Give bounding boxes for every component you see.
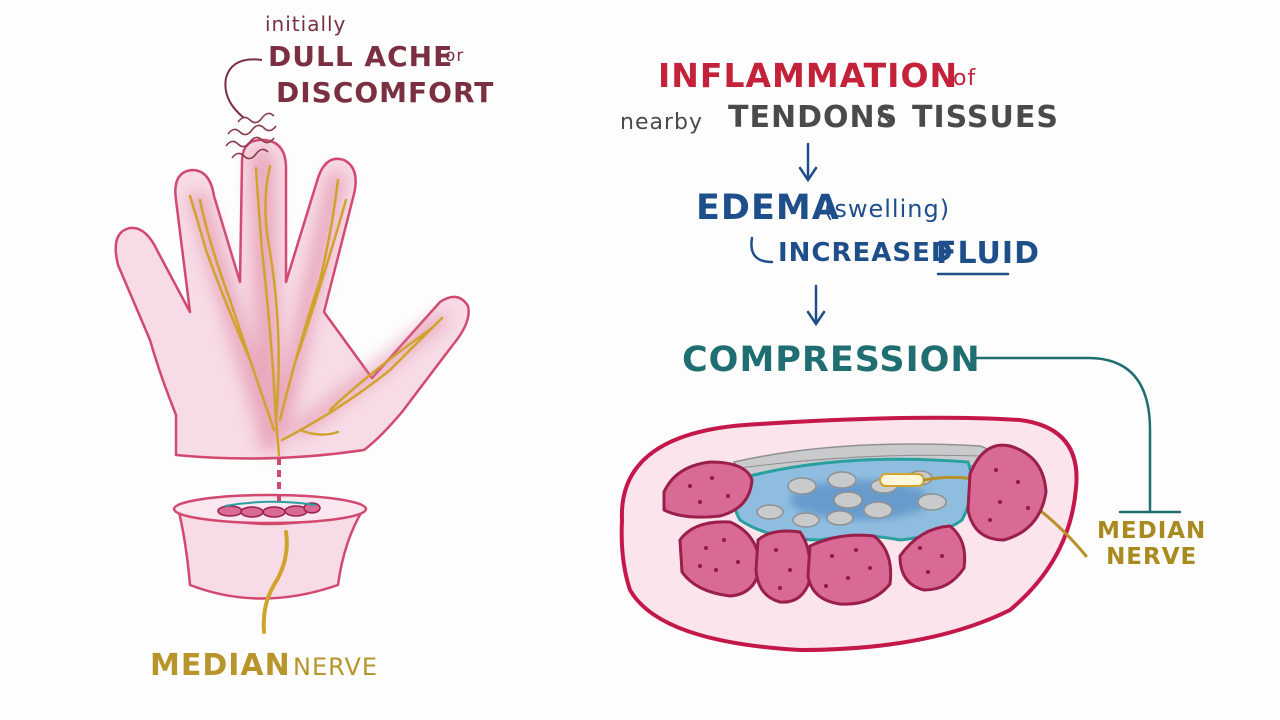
of-label: of (953, 66, 977, 91)
fluid-label: FLUID (936, 236, 1040, 271)
flexor-tendons (756, 470, 947, 528)
discomfort-label: DISCOMFORT (276, 76, 495, 109)
carpal-tunnel-cross-section (619, 415, 1088, 652)
dull-ache-label: DULL ACHE (268, 40, 454, 73)
increased-hook (750, 236, 774, 264)
nerve-label-left: NERVE (293, 653, 379, 681)
bone-texture (688, 468, 1030, 590)
wrist (172, 493, 368, 634)
carpal-bone (754, 529, 812, 604)
increased-label: INCREASED (778, 238, 954, 268)
compression-label: COMPRESSION (682, 340, 981, 380)
tissues-label: TISSUES (912, 100, 1059, 135)
median-nerve-label-right: MEDIAN NERVE (1097, 518, 1207, 570)
or-label: or (445, 46, 465, 66)
wrist-carpal-bones (217, 500, 321, 518)
annotation-pointer (224, 58, 263, 119)
swelling-label: (swelling) (824, 195, 951, 223)
hand-illustration (114, 58, 470, 634)
carpal-bone (898, 524, 967, 592)
inflammation-label: INFLAMMATION (658, 56, 959, 95)
compression-connector (974, 356, 1182, 514)
carpal-bone (966, 443, 1048, 542)
median-nerve-branches (188, 164, 444, 457)
initially-label: initially (265, 12, 347, 36)
median-label-left: MEDIAN (150, 648, 291, 683)
edema-label: EDEMA (696, 188, 840, 228)
carpal-bone (806, 533, 893, 606)
tendons-label: TENDONS (728, 100, 899, 135)
flow-arrows (750, 142, 1010, 327)
ampersand-label: & (877, 106, 896, 131)
carpal-bones (662, 443, 1048, 606)
arrow-inflammation-to-edema (798, 142, 818, 183)
carpal-bone (662, 460, 754, 519)
nearby-label: nearby (620, 110, 703, 135)
arrow-edema-to-compression (806, 284, 826, 327)
